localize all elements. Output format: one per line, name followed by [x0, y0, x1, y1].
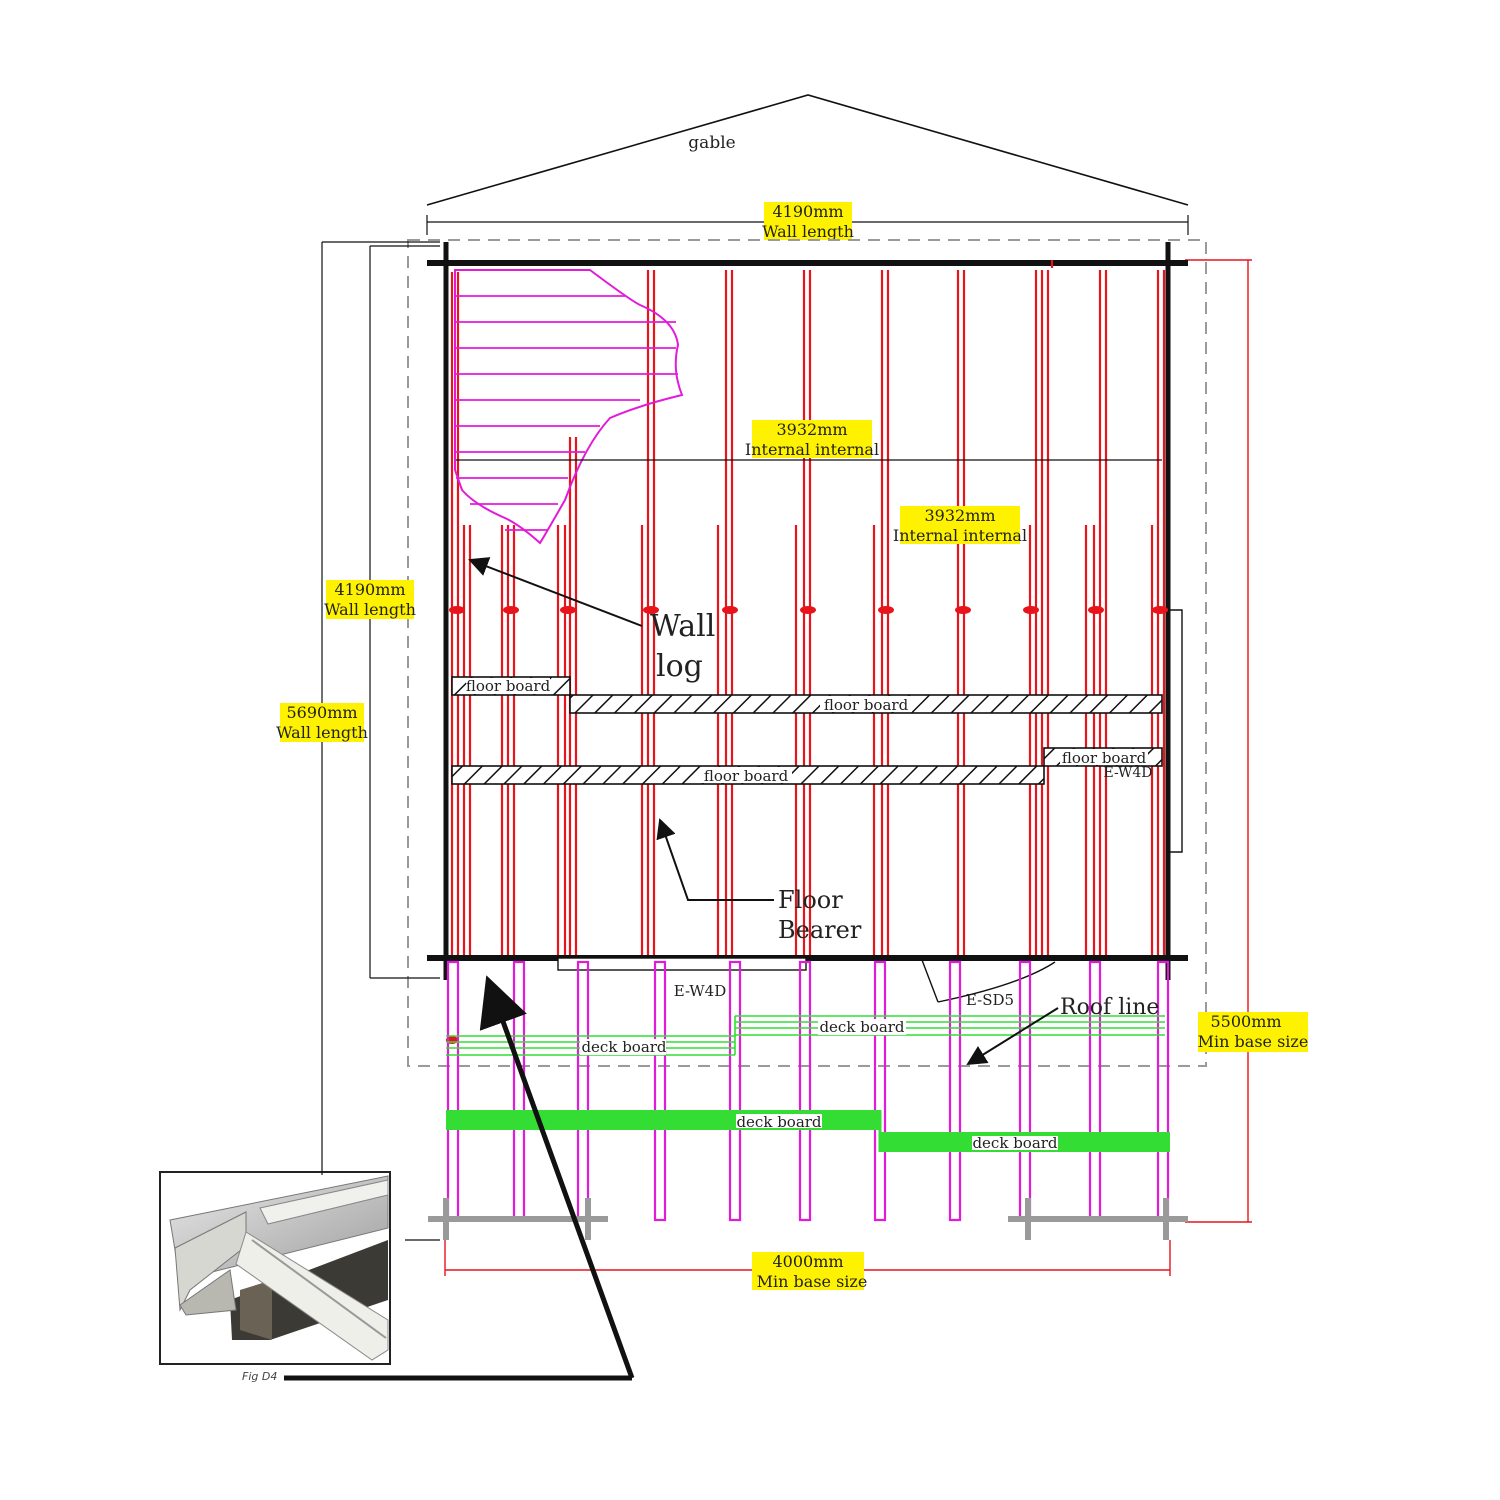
front-door [921, 959, 1056, 1003]
figure-caption: Fig D4 [242, 1370, 277, 1383]
floor-board-4-label: floor board [1062, 749, 1147, 767]
left-outer-dim-value: 5690mm [286, 703, 357, 722]
gable-label: gable [688, 133, 735, 153]
left-inner-dim-caption: Wall length [324, 600, 416, 619]
front-door-label: E-SD5 [966, 991, 1014, 1009]
internal-dim-1-value: 3932mm [776, 420, 847, 439]
bottom-dim-caption: Min base size [757, 1272, 868, 1291]
gable-outline [426, 94, 1189, 206]
bottom-dim-value: 4000mm [772, 1252, 843, 1271]
right-dim-caption: Min base size [1198, 1032, 1309, 1051]
bearer-markers [446, 606, 1168, 1044]
front-window [557, 957, 807, 971]
deck-board-4-label: deck board [972, 1134, 1057, 1152]
floor-board-2-label: floor board [824, 696, 909, 714]
deck-board-2-label: deck board [819, 1018, 904, 1036]
top-dimension: 4190mm Wall length [426, 202, 1189, 241]
ground-supports [428, 1198, 1188, 1240]
front-window-label: E-W4D [674, 982, 726, 1000]
left-outer-dim-caption: Wall length [276, 723, 368, 742]
top-dim-value: 4190mm [772, 202, 843, 221]
floor-boards [451, 676, 1163, 785]
floor-board-3-label: floor board [704, 767, 789, 785]
internal-dim-2-caption: Internal internal [893, 526, 1027, 545]
figure-d4-photo [159, 1171, 391, 1365]
deck-boards [446, 1015, 1170, 1152]
floor-bearer-label-line2: Bearer [778, 916, 862, 944]
floor-bearers [450, 260, 1166, 955]
left-inner-dim-value: 4190mm [334, 580, 405, 599]
figure-leader-lines [284, 975, 635, 1381]
roof-line-outline [407, 239, 1207, 1067]
deck-board-3-label: deck board [736, 1113, 821, 1131]
top-dim-caption: Wall length [762, 222, 854, 241]
wall-log-label-line2: log [656, 649, 703, 684]
floor-bearer-label-line1: Floor [778, 886, 843, 914]
wall-log-cutaway [454, 269, 684, 545]
floor-board-1-label: floor board [466, 677, 551, 695]
wall-log-label-line1: Wall [650, 609, 715, 644]
roof-line-label: Roof line [1060, 995, 1159, 1020]
right-dim-value: 5500mm [1210, 1012, 1281, 1031]
cabin-walls [427, 242, 1188, 980]
internal-dim-1-caption: Internal internal [745, 440, 879, 459]
wall-log-arrow [468, 557, 643, 627]
deck-board-1-label: deck board [581, 1038, 666, 1056]
right-dimension [1185, 259, 1252, 1223]
roof-line-arrow [966, 1007, 1059, 1066]
floor-bearer-arrow [656, 818, 774, 901]
window-side-label: E-W4D [1104, 765, 1153, 781]
internal-dim-2-value: 3932mm [924, 506, 995, 525]
